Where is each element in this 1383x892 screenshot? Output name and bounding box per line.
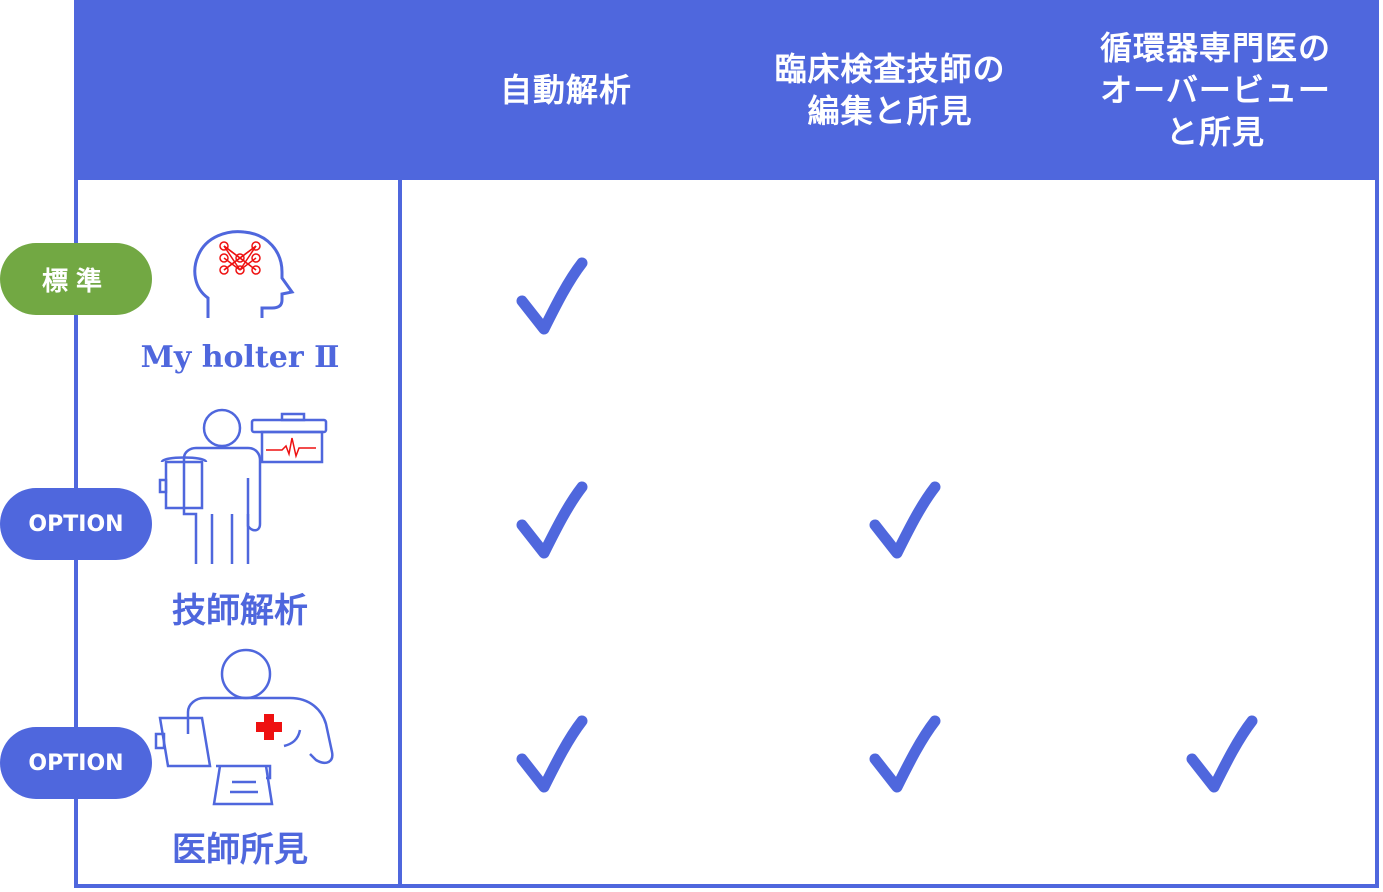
row-label-technician: 技師解析 [172,591,308,631]
standard-badge: 標準 [0,243,152,315]
check-mark-icon [516,481,588,559]
table-frame [74,0,1379,888]
column-header-cardiologist: 循環器専門医の オーバービュー と所見 [1052,0,1379,180]
technician-with-ecg-monitor-icon [158,408,328,564]
row-label-my-holter: My holter Ⅱ [140,340,340,375]
check-mark-icon [1186,715,1258,793]
column-header-technician: 臨床検査技師の 編集と所見 [728,0,1052,180]
column-header-line: 編集と所見 [807,92,973,130]
column-header-line: 循環器専門医の [1099,29,1331,67]
option-badge-doctor: OPTION [0,727,152,799]
check-mark-icon [869,481,941,559]
table-header [74,0,1379,180]
option-badge-technician: OPTION [0,488,152,560]
column-header-line: 自動解析 [499,71,632,109]
check-mark-icon [516,715,588,793]
column-header-auto-analysis: 自動解析 [404,0,728,180]
brain-network-icon [193,230,295,318]
column-divider [398,178,402,888]
doctor-with-medical-cross-icon [154,648,334,806]
column-header-line: オーバービュー [1100,71,1331,109]
check-mark-icon [516,257,588,335]
check-mark-icon [869,715,941,793]
row-label-doctor: 医師所見 [172,830,308,870]
column-header-line: 臨床検査技師の [774,50,1006,88]
column-header-line: と所見 [1165,113,1265,151]
